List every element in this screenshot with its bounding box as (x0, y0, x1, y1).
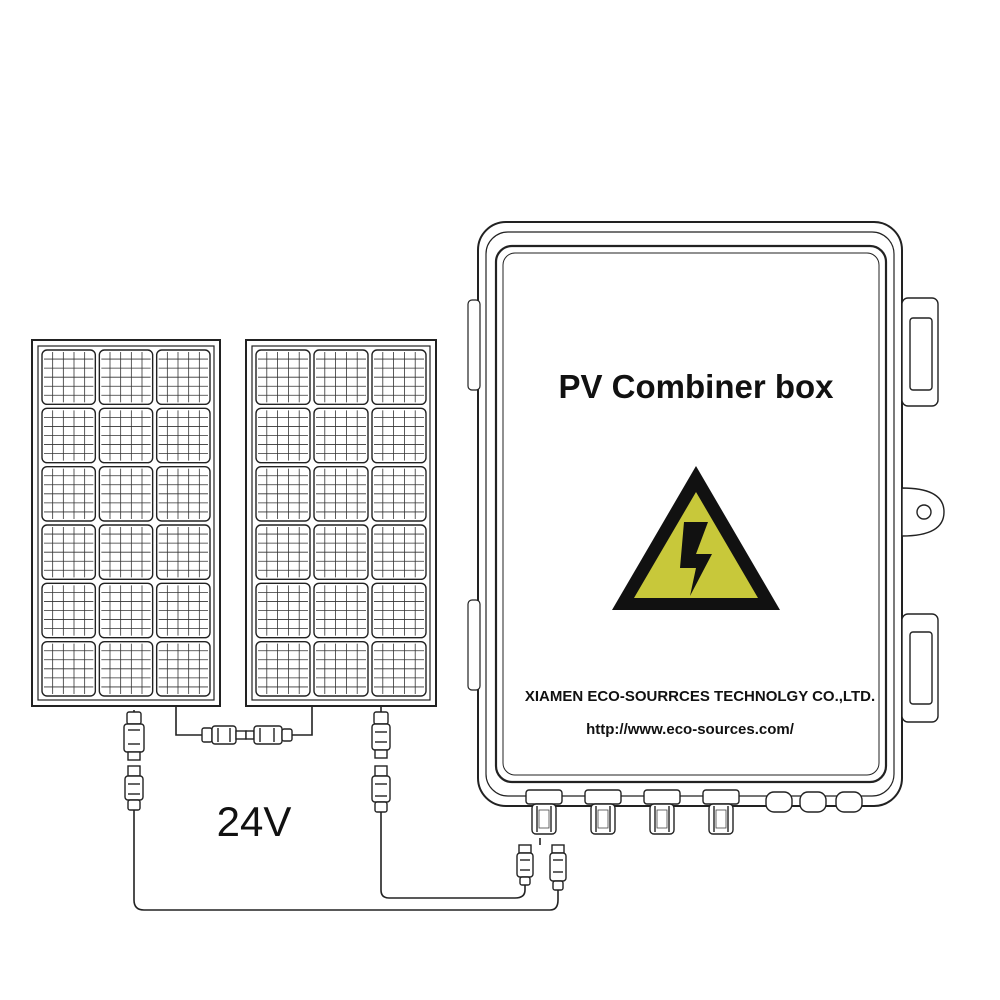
company-website: http://www.eco-sources.com/ (586, 721, 795, 738)
positive-main-wire (380, 812, 526, 899)
mc4-connector-right-lower (371, 765, 391, 813)
solar-cell (255, 349, 311, 406)
negative-main-wire (133, 810, 559, 911)
solar-cell (98, 407, 154, 464)
mc4-connector-left-upper (123, 711, 145, 761)
box-mc4-input-2 (584, 789, 622, 835)
mc4-connector-series-male (201, 725, 247, 745)
mc4-connector-left-lower (124, 765, 144, 811)
solar-cell (313, 349, 369, 406)
box-mc4-input-4 (702, 789, 740, 835)
box-mounting-ear (901, 487, 945, 537)
solar-cell (155, 349, 211, 406)
solar-cell (255, 582, 311, 639)
company-name: XIAMEN ECO-SOURRCES TECHNOLGY CO.,LTD. (525, 688, 875, 705)
mc4-connectors (123, 711, 567, 891)
solar-cell (371, 349, 427, 406)
solar-cell (313, 524, 369, 581)
solar-cell (41, 524, 97, 581)
solar-cell (155, 465, 211, 522)
mc4-connector-right-upper (371, 711, 391, 759)
solar-panel-right (245, 339, 437, 707)
solar-cell (371, 407, 427, 464)
solar-cell (313, 640, 369, 697)
high-voltage-warning-icon (612, 466, 780, 610)
wiring (133, 705, 559, 911)
solar-cell (98, 582, 154, 639)
solar-cell (41, 407, 97, 464)
solar-cell (41, 349, 97, 406)
solar-cell (41, 640, 97, 697)
solar-cell (155, 407, 211, 464)
solar-cell (371, 465, 427, 522)
solar-cell (255, 524, 311, 581)
solar-cell (313, 407, 369, 464)
solar-cell (313, 582, 369, 639)
cable-glands (765, 791, 863, 813)
solar-cell (98, 524, 154, 581)
mc4-connector-box-feed-a (516, 844, 534, 886)
solar-cell (255, 465, 311, 522)
solar-cell (155, 524, 211, 581)
series-link-wire-2 (292, 705, 313, 736)
solar-cell (255, 640, 311, 697)
solar-cell (98, 640, 154, 697)
solar-cell (313, 465, 369, 522)
mc4-connector-box-feed-b (549, 844, 567, 891)
box-mc4-input-3 (643, 789, 681, 835)
box-latch-upper (901, 297, 939, 407)
box-title: PV Combiner box (558, 368, 834, 405)
solar-cell (371, 582, 427, 639)
solar-cell (41, 582, 97, 639)
box-latch-lower (901, 613, 939, 723)
solar-cell (155, 582, 211, 639)
solar-cell (41, 465, 97, 522)
box-mc4-input-1 (525, 789, 563, 835)
solar-cell (155, 640, 211, 697)
solar-panel-left (31, 339, 221, 707)
box-input-connectors (525, 789, 740, 835)
voltage-label: 24V (217, 798, 292, 845)
combiner-box: PV Combiner box XIAMEN ECO-SOURRCES TECH… (467, 221, 945, 835)
solar-cell (98, 465, 154, 522)
solar-cell (98, 349, 154, 406)
solar-cell (371, 524, 427, 581)
solar-cell (371, 640, 427, 697)
mc4-connector-series-female (245, 725, 293, 745)
series-link-wire (175, 705, 202, 736)
solar-cell (255, 407, 311, 464)
